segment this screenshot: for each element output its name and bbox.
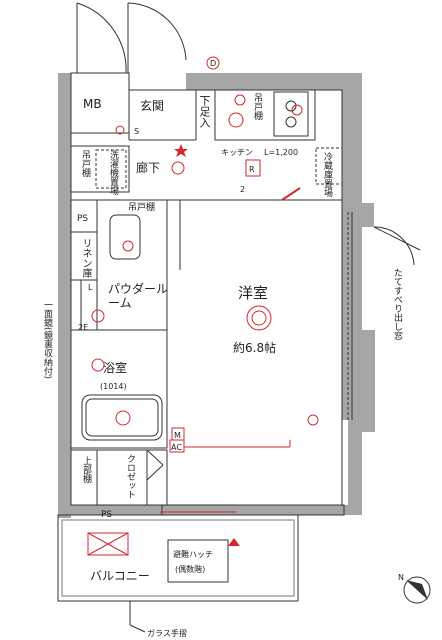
- symbol-r: R: [249, 165, 255, 174]
- symbol-s: S: [134, 127, 139, 136]
- label-mb: MB: [83, 97, 102, 111]
- label-entrance: 玄関: [140, 98, 164, 113]
- label-ps-lower: PS: [101, 510, 112, 520]
- label-bathroom: 浴室: [103, 360, 127, 375]
- label-hallway: 廊下: [136, 160, 160, 175]
- label-kitchen: キッチン: [221, 148, 253, 157]
- label-closet: クロゼット: [125, 454, 135, 499]
- label-linen: リネン庫: [80, 238, 91, 278]
- label-slide-window: たてすべり出し窓: [392, 268, 402, 340]
- label-western-room: 洋室: [238, 284, 268, 302]
- symbol-2: 2: [240, 185, 245, 194]
- label-fridge: 冷蔵庫置場: [322, 152, 332, 197]
- label-shoe-closet: 下足入: [198, 95, 211, 128]
- label-washer: 洗濯機置場: [108, 150, 118, 195]
- label-hanging-shelf-top: 吊戸棚: [252, 93, 262, 120]
- label-bathroom-size: (1014): [100, 382, 127, 391]
- exterior-walls: [58, 73, 375, 518]
- label-mirror-note: 一面鏡(鏡裏収納付): [42, 300, 52, 380]
- electrical-symbols: [91, 56, 319, 546]
- label-powder-room: パウダールーム: [108, 282, 169, 311]
- label-western-room-area: 約6.8帖: [233, 340, 276, 355]
- interior-walls: [57, 72, 353, 633]
- label-balcony: バルコニー: [90, 569, 150, 583]
- symbol-2e: 2E: [78, 323, 88, 332]
- north-arrow: [403, 576, 431, 604]
- symbol-ac: AC: [171, 443, 182, 452]
- label-hanging-shelf-left: 吊戸棚: [80, 150, 90, 177]
- symbol-l: L: [88, 283, 93, 292]
- label-north: N: [398, 573, 404, 582]
- door-swings: [76, 2, 421, 481]
- label-upper-shelf: 上部棚: [81, 456, 91, 483]
- label-kitchen-length: L=1,200: [264, 148, 298, 157]
- label-glass-rail: ガラス手摺: [147, 628, 187, 638]
- label-hatch-note: (偶数階): [175, 564, 205, 574]
- symbol-d: D: [210, 59, 216, 68]
- room-labels: MB 玄関 廊下 キッチン L=1,200 PS 洋室 約6.8帖 浴室 (10…: [77, 59, 404, 638]
- symbol-m: M: [174, 431, 181, 440]
- label-hanging-shelf-mid: 吊戸棚: [128, 203, 156, 213]
- label-hatch: 避難ハッチ: [173, 549, 213, 559]
- label-ps-upper: PS: [77, 214, 88, 224]
